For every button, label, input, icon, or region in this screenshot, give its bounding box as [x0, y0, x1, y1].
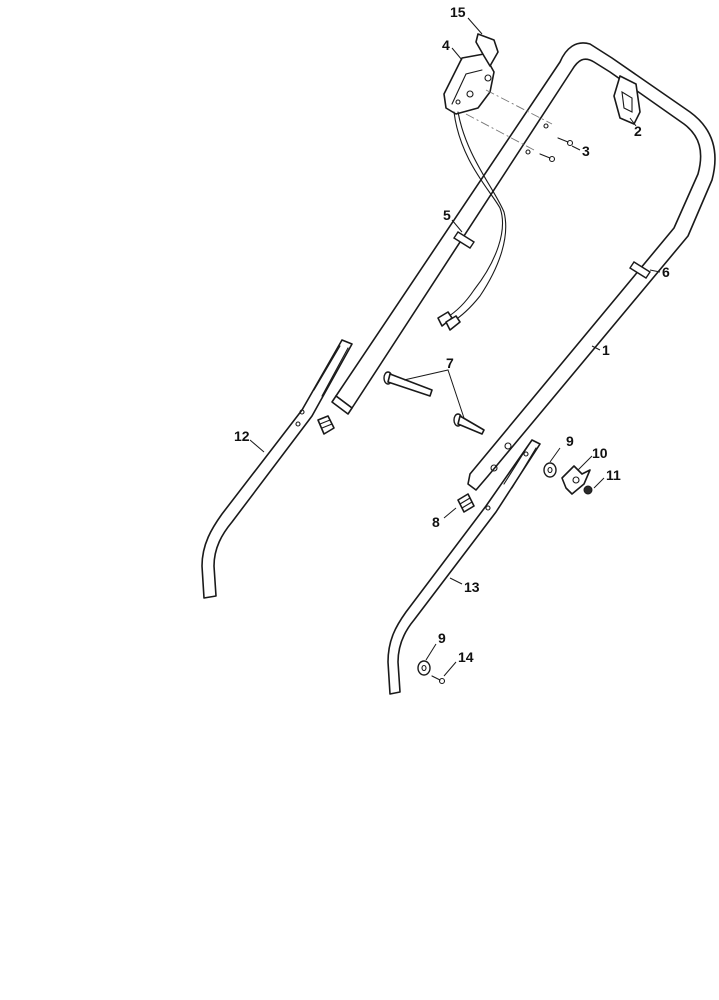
wing-knob-part-10 — [561, 465, 591, 495]
callout-2: 2 — [634, 123, 642, 139]
callout-7: 7 — [446, 355, 454, 371]
callout-4: 4 — [442, 37, 450, 53]
callout-14: 14 — [458, 649, 474, 665]
callout-9-lower: 9 — [438, 630, 446, 646]
switch-cable — [437, 111, 507, 331]
cable-clip-part-2 — [613, 75, 641, 125]
callout-8: 8 — [432, 514, 440, 530]
upper-handle-part-1 — [331, 42, 716, 491]
lower-handle-right-part-13 — [387, 439, 541, 695]
washer-part-9 — [417, 462, 557, 676]
knob-part-8 — [317, 415, 475, 513]
callout-6: 6 — [662, 264, 670, 280]
bolt-part-7 — [383, 371, 485, 435]
callout-1: 1 — [602, 342, 610, 358]
callout-13: 13 — [464, 579, 480, 595]
callout-5: 5 — [443, 207, 451, 223]
screw-part-14 — [431, 675, 446, 685]
switch-box-part-4 — [443, 53, 495, 115]
callout-15: 15 — [450, 4, 466, 20]
switch-lever-part-15 — [475, 33, 499, 67]
callout-9-upper: 9 — [566, 433, 574, 449]
lower-handle-left-part-12 — [201, 339, 353, 599]
callout-labels: 15 4 3 2 5 6 1 7 12 9 10 11 8 13 9 14 — [234, 4, 670, 665]
screw-part-3 — [539, 137, 574, 163]
callout-12: 12 — [234, 428, 250, 444]
leader-lines — [249, 17, 661, 677]
callout-11: 11 — [606, 467, 621, 483]
callout-3: 3 — [582, 143, 590, 159]
nut-part-11 — [583, 485, 593, 495]
callout-10: 10 — [592, 445, 608, 461]
